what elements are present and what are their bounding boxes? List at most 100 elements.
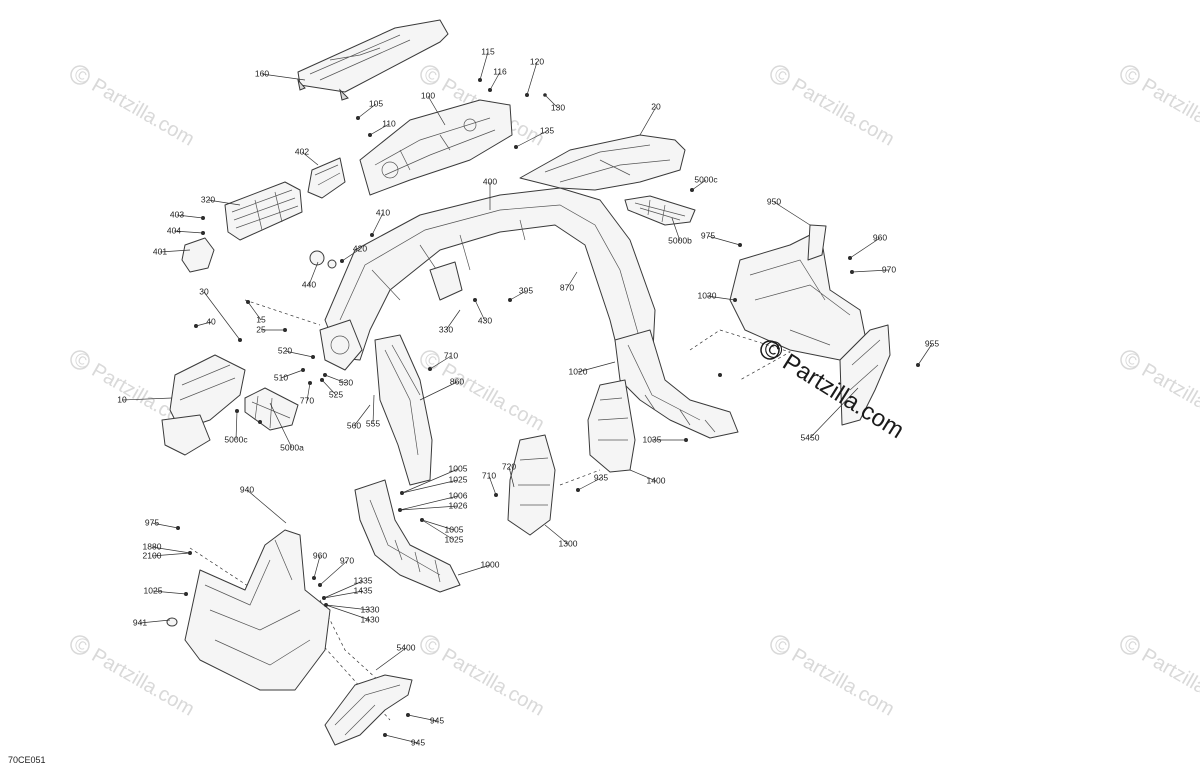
part-860-pillar[interactable] (374, 334, 433, 486)
callout-c860[interactable]: 860 (450, 376, 464, 386)
part-1400-kick-panel[interactable] (587, 379, 636, 473)
callout-c870[interactable]: 870 (560, 282, 574, 292)
callout-c1006[interactable]: 1006 (449, 490, 468, 500)
callout-c975_r[interactable]: 975 (701, 230, 715, 240)
callout-c941[interactable]: 941 (133, 617, 147, 627)
part-320-grille[interactable] (224, 181, 303, 241)
callout-c1030[interactable]: 1030 (698, 290, 717, 300)
callout-c1300[interactable]: 1300 (559, 538, 578, 548)
callout-c970_r[interactable]: 970 (882, 264, 896, 274)
callout-c330[interactable]: 330 (439, 324, 453, 334)
callout-c430[interactable]: 430 (478, 315, 492, 325)
callout-c320[interactable]: 320 (201, 194, 215, 204)
callout-c420[interactable]: 420 (353, 243, 367, 253)
part-100-upper-bracket[interactable] (359, 99, 513, 196)
callout-c1880[interactable]: 1880 (143, 541, 162, 551)
part-20-cover[interactable] (519, 134, 686, 191)
callout-c400[interactable]: 400 (483, 176, 497, 186)
callout-c401[interactable]: 401 (153, 246, 167, 256)
callout-c5000a[interactable]: 5000a (280, 442, 304, 452)
callout-c710_b[interactable]: 710 (482, 470, 496, 480)
part-5000b-grille[interactable] (624, 195, 696, 226)
callout-c1435[interactable]: 1435 (354, 585, 373, 595)
callout-c5450[interactable]: 5450 (801, 432, 820, 442)
callout-c110[interactable]: 110 (382, 118, 396, 128)
callout-c945_b[interactable]: 945 (411, 737, 425, 747)
callout-c402[interactable]: 402 (295, 146, 309, 156)
leader-line-c5000b (671, 217, 681, 242)
callout-c20[interactable]: 20 (651, 101, 661, 111)
callout-c403[interactable]: 403 (170, 209, 184, 219)
callout-c1400[interactable]: 1400 (647, 475, 666, 485)
callout-c520[interactable]: 520 (278, 345, 292, 355)
callout-c100[interactable]: 100 (421, 90, 435, 100)
part-400-main-frame[interactable] (319, 187, 656, 381)
callout-c960_r[interactable]: 960 (873, 232, 887, 242)
callout-c30[interactable]: 30 (199, 286, 209, 296)
part-940-side-panel[interactable] (184, 529, 331, 691)
callout-c1430[interactable]: 1430 (361, 614, 380, 624)
callout-c1025_a[interactable]: 1025 (449, 474, 468, 484)
callout-c1005_a[interactable]: 1005 (449, 463, 468, 473)
callout-c530[interactable]: 530 (339, 377, 353, 387)
part-1020-right-rail[interactable] (614, 329, 739, 439)
callout-c560[interactable]: 560 (347, 420, 361, 430)
callout-c404[interactable]: 404 (167, 225, 181, 235)
callout-c720[interactable]: 720 (502, 461, 516, 471)
callout-c510[interactable]: 510 (274, 372, 288, 382)
callout-c25[interactable]: 25 (256, 324, 266, 334)
callout-c105[interactable]: 105 (369, 98, 383, 108)
callout-c950[interactable]: 950 (767, 196, 781, 206)
callout-c116[interactable]: 116 (493, 66, 507, 76)
callout-c40[interactable]: 40 (206, 316, 216, 326)
part-5000a-grille[interactable] (244, 387, 299, 431)
part-1000-left-rail[interactable] (354, 479, 461, 593)
callout-c5000c_top[interactable]: 5000c (694, 174, 718, 184)
callout-c2100[interactable]: 2100 (143, 550, 162, 560)
watermark-symbol: © (70, 633, 94, 660)
part-402-block[interactable] (307, 157, 346, 199)
callout-c15[interactable]: 15 (256, 314, 266, 324)
callout-c1000[interactable]: 1000 (481, 559, 500, 569)
callout-c945_a[interactable]: 945 (430, 715, 444, 725)
callout-c5400[interactable]: 5400 (397, 642, 416, 652)
part-5450-guard[interactable] (839, 324, 891, 426)
callout-c935[interactable]: 935 (594, 472, 608, 482)
callout-c395[interactable]: 395 (519, 285, 533, 295)
callout-c10[interactable]: 10 (117, 394, 127, 404)
part-5400-guard[interactable] (324, 674, 413, 746)
callout-c440[interactable]: 440 (302, 279, 316, 289)
callout-c1330[interactable]: 1330 (361, 604, 380, 614)
callout-c960_l[interactable]: 960 (313, 550, 327, 560)
callout-c970_l[interactable]: 970 (340, 555, 354, 565)
part-1300-kick-panel[interactable] (507, 434, 556, 536)
part-10-left-fender[interactable] (161, 354, 246, 456)
part-160-top-cap[interactable] (297, 19, 449, 101)
callout-c5000c_bot[interactable]: 5000c (224, 434, 248, 444)
callout-c1025_b[interactable]: 1025 (445, 534, 464, 544)
callout-c1026[interactable]: 1026 (449, 500, 468, 510)
callout-c555[interactable]: 555 (366, 418, 380, 428)
callout-c5000b[interactable]: 5000b (668, 235, 692, 245)
callout-c1005_b[interactable]: 1005 (445, 524, 464, 534)
callout-c975_l[interactable]: 975 (145, 517, 159, 527)
callout-c160[interactable]: 160 (255, 68, 269, 78)
callout-c130[interactable]: 130 (551, 102, 565, 112)
part-401-bracket[interactable] (181, 237, 215, 273)
callout-c710_t[interactable]: 710 (444, 350, 458, 360)
part-950-side-panel[interactable] (729, 224, 866, 361)
callout-c1335[interactable]: 1335 (354, 575, 373, 585)
callout-c115[interactable]: 115 (481, 46, 495, 56)
callout-c135[interactable]: 135 (540, 125, 554, 135)
part-941-grommet[interactable] (166, 617, 178, 627)
callout-c525[interactable]: 525 (329, 389, 343, 399)
callout-c410[interactable]: 410 (376, 207, 390, 217)
callout-c1025_c[interactable]: 1025 (144, 585, 163, 595)
callout-c1035[interactable]: 1035 (643, 434, 662, 444)
callout-c1020[interactable]: 1020 (569, 366, 588, 376)
callout-c955[interactable]: 955 (925, 338, 939, 348)
callout-c940[interactable]: 940 (240, 484, 254, 494)
callout-c120[interactable]: 120 (530, 56, 544, 66)
callout-c770[interactable]: 770 (300, 395, 314, 405)
part-440-grommet[interactable] (309, 250, 337, 269)
